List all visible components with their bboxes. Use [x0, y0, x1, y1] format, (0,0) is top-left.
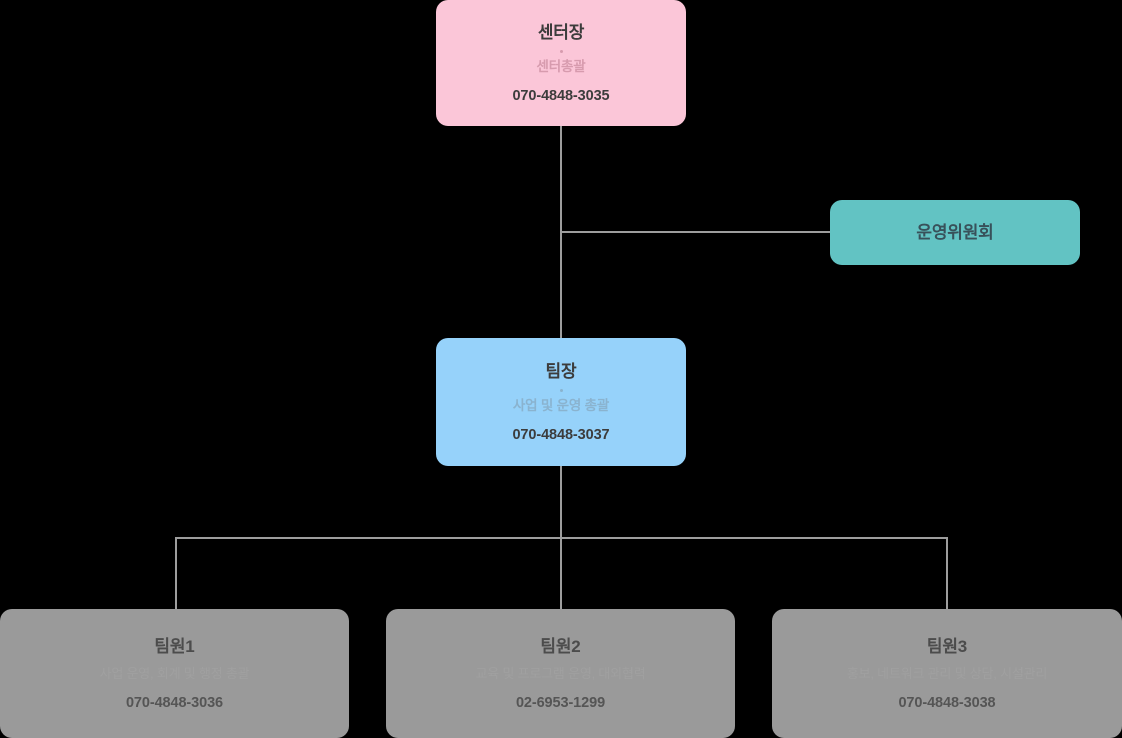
- node-steering-committee[interactable]: 운영위원회: [830, 200, 1080, 265]
- node-team-member-3[interactable]: 팀원3 홍보, 네트워크 관리 및 상담, 시설관리 070-4848-3038: [772, 609, 1122, 738]
- connector-to-member-3: [946, 537, 948, 610]
- node-team-leader[interactable]: 팀장 사업 및 운영 총괄 070-4848-3037: [436, 338, 686, 466]
- node-title: 팀원3: [926, 636, 968, 656]
- node-subtitle: 홍보, 네트워크 관리 및 상담, 시설관리: [846, 666, 1048, 682]
- node-title: 팀장: [545, 362, 577, 382]
- node-team-member-2[interactable]: 팀원2 교육 및 프로그램 운영, 대외협력 02-6953-1299: [386, 609, 735, 738]
- connector-to-member-1: [175, 537, 177, 610]
- node-phone: 02-6953-1299: [515, 695, 606, 712]
- node-phone: 070-4848-3035: [512, 87, 610, 104]
- node-title: 팀원1: [154, 636, 195, 656]
- node-title: 팀원2: [540, 636, 581, 656]
- node-phone: 070-4848-3038: [898, 695, 996, 712]
- node-subtitle: 센터총괄: [536, 59, 586, 75]
- node-phone: 070-4848-3036: [125, 695, 224, 712]
- node-subtitle: 사업 및 운영 총괄: [512, 398, 610, 414]
- node-team-member-1[interactable]: 팀원1 사업 운영, 회계 및 행정 총괄 070-4848-3036: [0, 609, 349, 738]
- separator-dot: [559, 50, 563, 54]
- node-title: 센터장: [537, 23, 585, 43]
- connector-members-bus: [175, 537, 948, 539]
- connector-director-to-committee: [560, 231, 832, 233]
- node-phone: 070-4848-3037: [512, 426, 610, 443]
- node-title: 운영위원회: [916, 222, 994, 242]
- node-subtitle: 교육 및 프로그램 운영, 대외협력: [475, 666, 646, 682]
- separator-dot: [559, 389, 563, 393]
- node-subtitle: 사업 운영, 회계 및 행정 총괄: [99, 666, 250, 682]
- node-center-director[interactable]: 센터장 센터총괄 070-4848-3035: [436, 0, 686, 126]
